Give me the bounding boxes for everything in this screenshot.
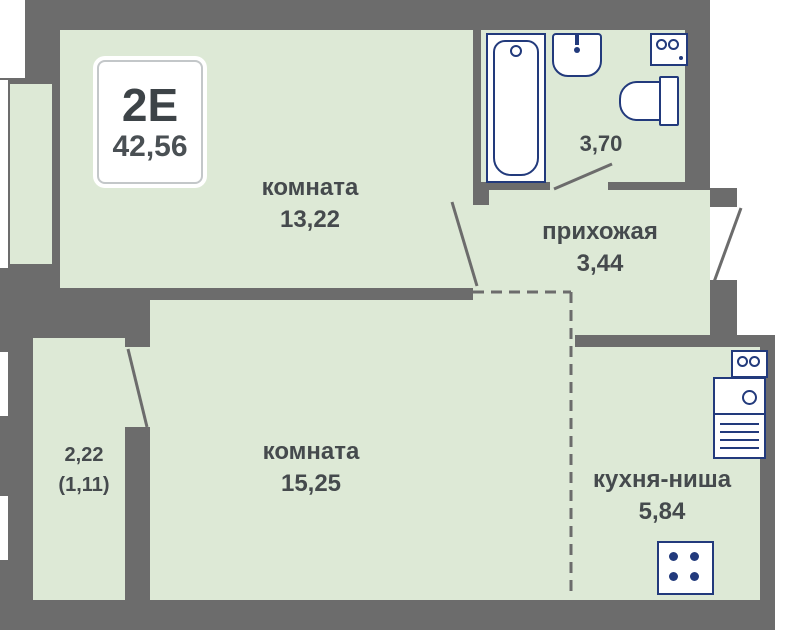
electric-panel-knob-1 [737, 356, 748, 367]
room-area: 3,70 [579, 131, 623, 156]
label-hallway: прихожая 3,44 [542, 216, 658, 280]
door-opening-living-top [473, 205, 489, 288]
room-area: 13,22 [279, 206, 341, 233]
bathtub-drain [510, 45, 522, 57]
plan-card-frame: 2Е 42,56 [97, 60, 203, 184]
balcony-bottom-window-2 [0, 496, 8, 560]
stove-burner-3 [669, 572, 678, 581]
exterior-top-left [0, 0, 25, 78]
kitchen-rack-lines [720, 423, 759, 449]
sink-icon [552, 33, 602, 77]
door-swing-bathroom [553, 162, 613, 191]
label-bathroom-area: 3,70 [580, 128, 623, 160]
bathtub-icon [486, 33, 546, 183]
label-room-living-top: комната 13,22 [262, 172, 359, 236]
room-living-bottom [150, 300, 570, 600]
room-area: 2,22 [64, 444, 104, 466]
washing-machine-dot [679, 56, 683, 60]
door-swing-living-top [450, 201, 479, 287]
label-balcony: 2,22 (1,11) [58, 440, 109, 500]
room-area: 3,44 [576, 250, 624, 277]
apartment-total-area: 42,56 [112, 130, 188, 163]
label-kitchen-niche: кухня-ниша 5,84 [593, 464, 731, 528]
stove-burner-4 [690, 572, 699, 581]
balcony-top [10, 84, 52, 264]
kitchen-sink-faucet [742, 390, 757, 405]
label-room-living-bottom: комната 15,25 [263, 436, 360, 500]
apartment-type-label: 2Е [121, 79, 179, 131]
door-opening-bathroom [550, 182, 608, 190]
toilet-cistern [659, 76, 679, 126]
washing-machine-icon [650, 33, 688, 66]
plan-card: 2Е 42,56 [93, 56, 207, 188]
washing-machine-knob-2 [668, 39, 679, 50]
entrance-door-gap [710, 207, 737, 280]
stove-burner-2 [690, 552, 699, 561]
room-area-coef: (1,11) [58, 474, 110, 496]
sink-drain [574, 47, 580, 53]
room-name: кухня-ниша [592, 466, 732, 493]
sink-tap [575, 35, 579, 45]
bathtub-basin [493, 40, 539, 176]
room-area: 15,25 [280, 470, 342, 497]
stove-burner-1 [669, 552, 678, 561]
room-area: 5,84 [638, 498, 686, 525]
washing-machine-knob-1 [656, 39, 667, 50]
balcony-top-outer [0, 80, 8, 268]
balcony-bottom-window-1 [0, 352, 8, 416]
stove-icon [657, 541, 714, 595]
exterior-top-right [710, 0, 800, 188]
electric-panel-knob-2 [749, 356, 760, 367]
exterior-right-lower [775, 188, 800, 630]
kitchen-sink-top [715, 379, 764, 415]
room-name: прихожая [542, 218, 658, 245]
electric-panel-icon [731, 350, 768, 378]
door-swing-entrance [712, 207, 743, 283]
room-name: комната [262, 438, 360, 465]
kitchen-sink-unit-icon [713, 377, 766, 459]
door-swing-balcony [126, 348, 149, 428]
room-name: комната [261, 174, 359, 201]
balcony-bottom [33, 338, 125, 600]
